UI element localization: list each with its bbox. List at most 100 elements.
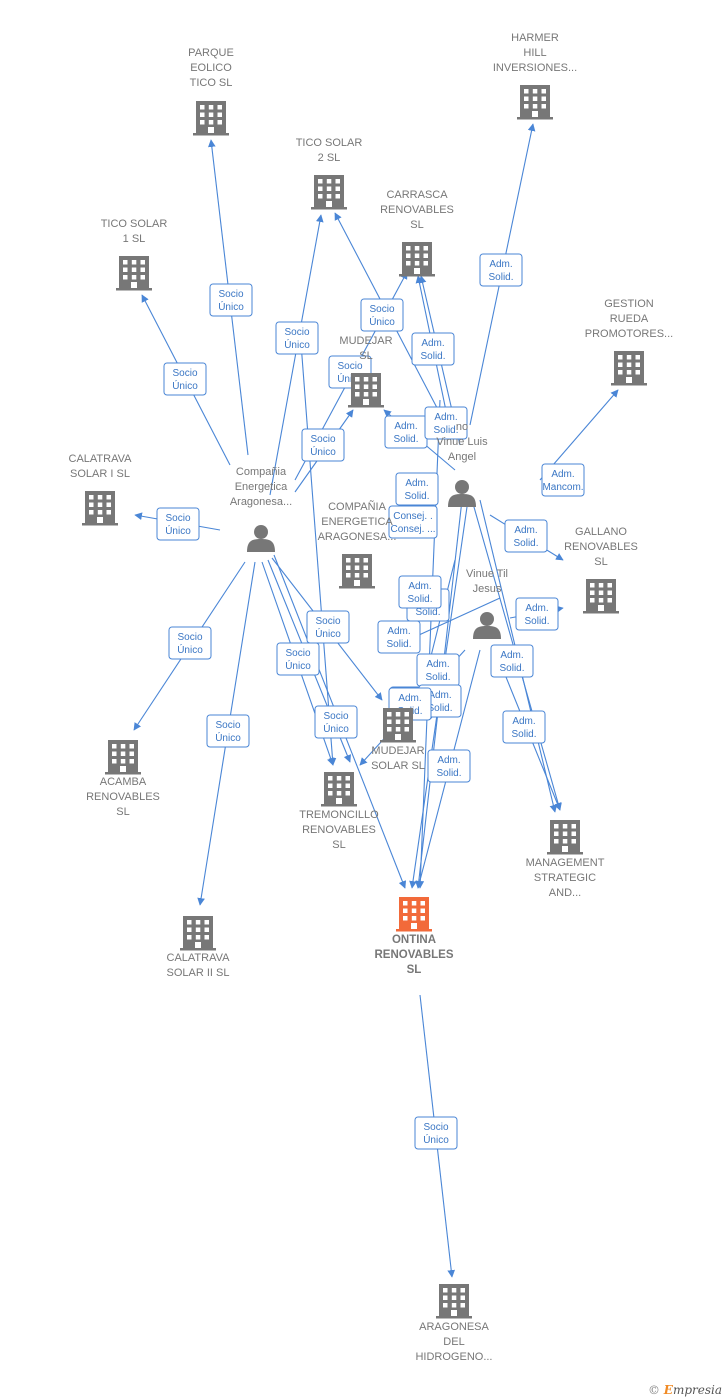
relation-box[interactable]: [424, 406, 468, 440]
relation-box[interactable]: [490, 644, 534, 678]
building-icon[interactable]: [348, 373, 384, 408]
relation-box[interactable]: [388, 505, 438, 539]
relation-label-r25[interactable]: Adm.Solid.: [490, 644, 534, 678]
relation-box[interactable]: [515, 597, 559, 631]
building-icon[interactable]: [517, 85, 553, 120]
building-icon[interactable]: [396, 897, 432, 932]
relation-box[interactable]: [206, 714, 250, 748]
relation-box[interactable]: [301, 428, 345, 462]
relation-box[interactable]: [276, 642, 320, 676]
relation-label-r21[interactable]: Adm.Mancom.: [541, 463, 585, 497]
relation-box[interactable]: [411, 332, 455, 366]
building-icon[interactable]: [380, 708, 416, 743]
building-icon[interactable]: [82, 491, 118, 526]
building-icon[interactable]: [399, 242, 435, 277]
relation-box[interactable]: [360, 298, 404, 332]
building-icon[interactable]: [116, 256, 152, 291]
relation-box[interactable]: [414, 1116, 458, 1150]
relation-box[interactable]: [395, 472, 439, 506]
relation-label-r29[interactable]: Adm.Solid.: [427, 749, 471, 783]
person-icon[interactable]: [473, 612, 501, 639]
relation-label-r20[interactable]: Consej. .Consej. ...: [388, 505, 438, 539]
building-icon[interactable]: [611, 351, 647, 386]
relation-box[interactable]: [479, 253, 523, 287]
relation-box[interactable]: [306, 610, 350, 644]
relation-label-r24[interactable]: Adm.Solid.: [515, 597, 559, 631]
relation-label-r31[interactable]: Adm.Solid.: [398, 575, 442, 609]
relation-label-r17[interactable]: Adm.Solid.: [424, 406, 468, 440]
building-icon[interactable]: [180, 916, 216, 951]
building-icon[interactable]: [321, 772, 357, 807]
relation-label-r28[interactable]: Adm.Solid.: [502, 710, 546, 744]
person-icon[interactable]: [247, 525, 275, 552]
relation-box[interactable]: [541, 463, 585, 497]
building-icon[interactable]: [193, 101, 229, 136]
relation-box[interactable]: [275, 321, 319, 355]
relation-box[interactable]: [209, 283, 253, 317]
relation-label-r14[interactable]: Adm.Solid.: [479, 253, 523, 287]
building-icon[interactable]: [547, 820, 583, 855]
relation-label-r19[interactable]: Adm.Solid.: [504, 519, 548, 553]
relation-label-r15[interactable]: Adm.Solid.: [411, 332, 455, 366]
relation-label-r26[interactable]: Adm.Solid.: [416, 653, 460, 687]
relation-label-r16[interactable]: Adm.Solid.: [384, 415, 428, 449]
building-icon[interactable]: [105, 740, 141, 775]
building-icon[interactable]: [436, 1284, 472, 1319]
relation-box[interactable]: [156, 507, 200, 541]
relation-label-r18[interactable]: Adm.Solid.: [395, 472, 439, 506]
relation-box[interactable]: [427, 749, 471, 783]
relation-box[interactable]: [377, 620, 421, 654]
relation-box[interactable]: [502, 710, 546, 744]
building-icon[interactable]: [583, 579, 619, 614]
building-icon[interactable]: [311, 175, 347, 210]
relation-box[interactable]: [163, 362, 207, 396]
relation-box[interactable]: [398, 575, 442, 609]
